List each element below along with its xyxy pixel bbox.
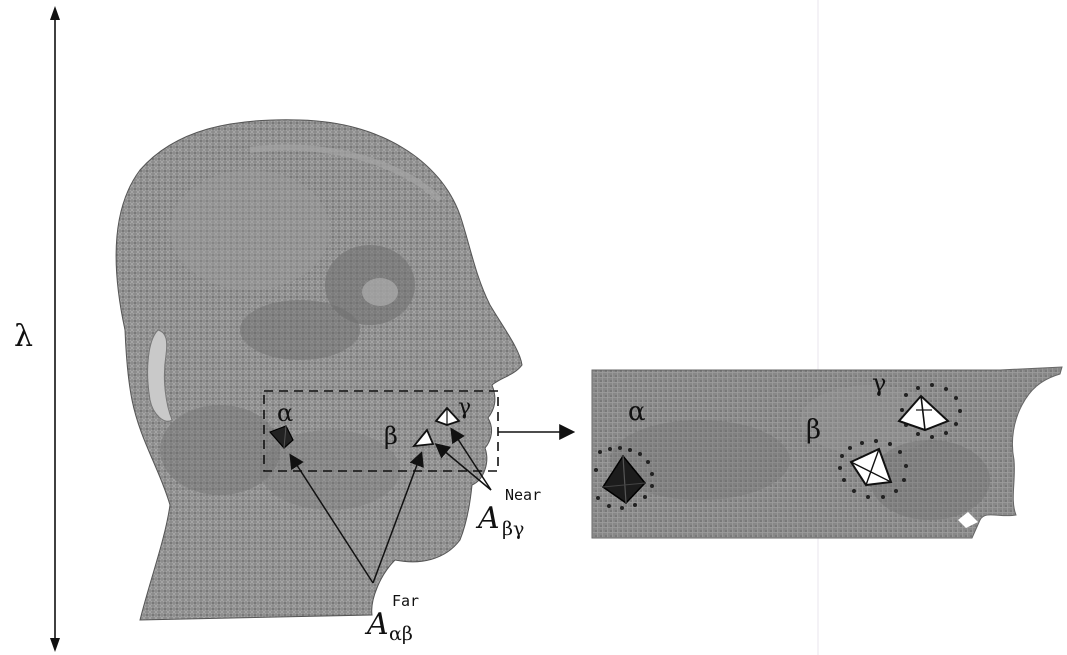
beta-label-head: β bbox=[384, 422, 398, 450]
head-mesh bbox=[116, 120, 522, 620]
lambda-axis bbox=[50, 6, 60, 652]
gamma-label-head: γ bbox=[458, 395, 471, 420]
svg-text:Far: Far bbox=[392, 592, 419, 610]
svg-text:αβ: αβ bbox=[389, 623, 413, 645]
lambda-label: λ bbox=[14, 319, 33, 354]
alpha-label-head: α bbox=[277, 399, 293, 427]
label-a-near: A Near βγ bbox=[475, 486, 541, 540]
svg-text:A: A bbox=[475, 501, 500, 536]
svg-text:A: A bbox=[364, 607, 389, 642]
svg-text:βγ: βγ bbox=[502, 518, 524, 540]
svg-text:Near: Near bbox=[505, 486, 541, 504]
zoomed-mesh-panel bbox=[592, 367, 1062, 538]
gamma-label-zoom: γ bbox=[872, 369, 886, 397]
alpha-label-zoom: α bbox=[628, 397, 646, 427]
beta-label-zoom: β bbox=[806, 415, 821, 445]
